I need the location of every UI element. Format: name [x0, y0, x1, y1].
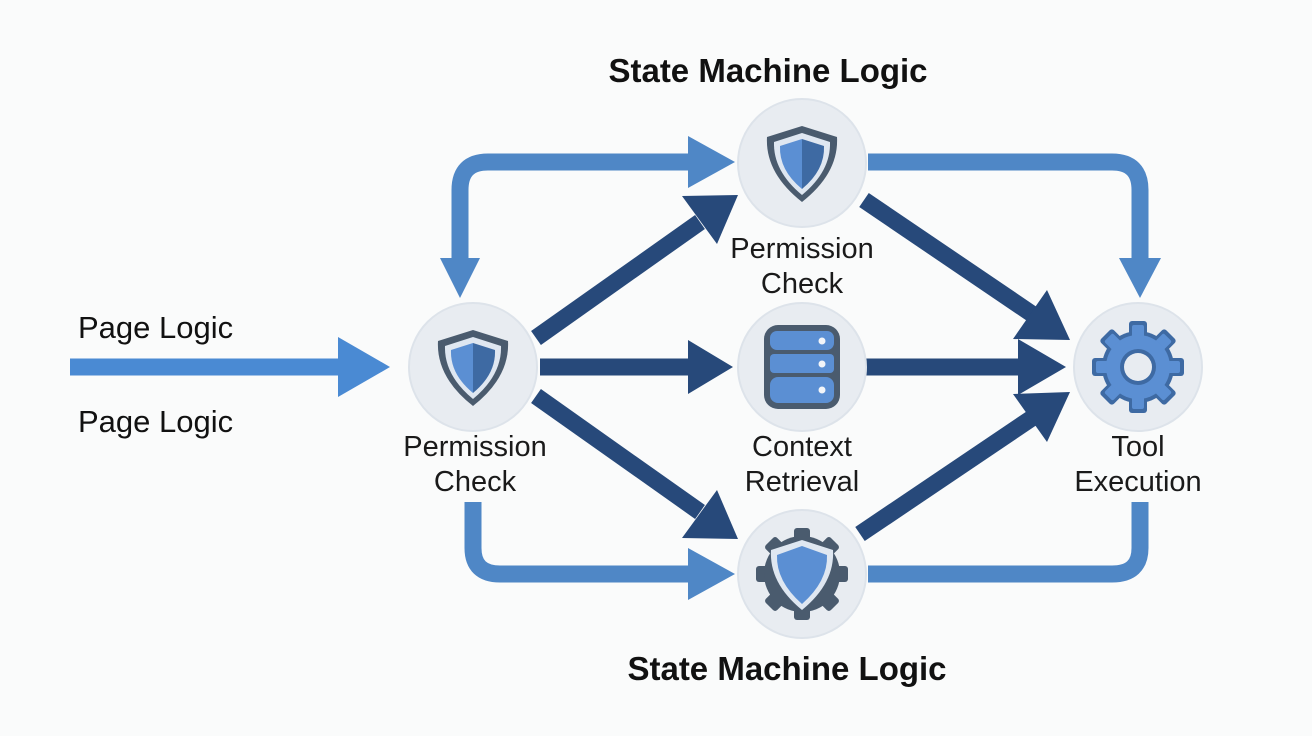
page-logic-label-top: Page Logic	[78, 310, 233, 345]
node-state-machine-bottom	[737, 509, 867, 639]
node-right-label-line2: Execution	[1074, 466, 1201, 498]
node-middle-label-line2: Retrieval	[745, 466, 859, 498]
connector-left-to-top-outer	[451, 153, 705, 262]
connector-left-to-bottom	[531, 389, 705, 519]
page-logic-label-bottom: Page Logic	[78, 404, 233, 439]
connector-left-to-bottom-outer	[464, 502, 705, 583]
node-right-label-line1: Tool	[1111, 431, 1164, 463]
connector-top-to-right	[859, 192, 1037, 322]
node-middle-label-line1: Context	[752, 431, 852, 463]
node-left-label-line2: Check	[434, 466, 517, 498]
node-left-label-line1: Permission	[403, 431, 546, 463]
node-tool-execution	[1073, 302, 1203, 432]
input-arrow	[70, 337, 390, 397]
title-top: State Machine Logic	[608, 52, 927, 89]
arrowhead-right-top	[1119, 258, 1161, 298]
gear-shield-icon	[756, 528, 848, 620]
arrowhead-left-to-top	[682, 195, 738, 244]
connector-left-to-top	[531, 215, 705, 345]
connector-bottom-to-right-outer	[868, 502, 1149, 583]
database-icon	[764, 325, 840, 409]
arrowhead-left-to-bottom	[682, 490, 738, 539]
input-arrowhead	[338, 337, 390, 397]
node-permission-check-top	[737, 98, 867, 228]
connector-bottom-to-right	[855, 410, 1037, 542]
arrowhead-bottom-to-right	[1013, 392, 1070, 442]
arrowhead-top-outer	[688, 136, 735, 188]
arrowhead-bottom-outer	[688, 548, 735, 600]
node-top-label-line1: Permission	[730, 233, 873, 265]
connector-top-to-right-outer	[868, 153, 1149, 262]
arrowhead-middle-to-right	[1018, 339, 1066, 395]
arrowhead-left-to-middle	[688, 340, 733, 394]
dark-connectors	[531, 192, 1070, 542]
node-context-retrieval	[737, 302, 867, 432]
gear-icon	[1092, 321, 1184, 413]
light-connectors	[440, 136, 1161, 600]
arrowhead-left-top	[440, 258, 480, 298]
shield-icon	[766, 126, 838, 202]
shield-icon	[437, 330, 509, 406]
node-top-label-line2: Check	[761, 268, 844, 300]
node-permission-check-left	[408, 302, 538, 432]
title-bottom: State Machine Logic	[627, 650, 946, 687]
arrowhead-top-to-right	[1013, 290, 1070, 340]
